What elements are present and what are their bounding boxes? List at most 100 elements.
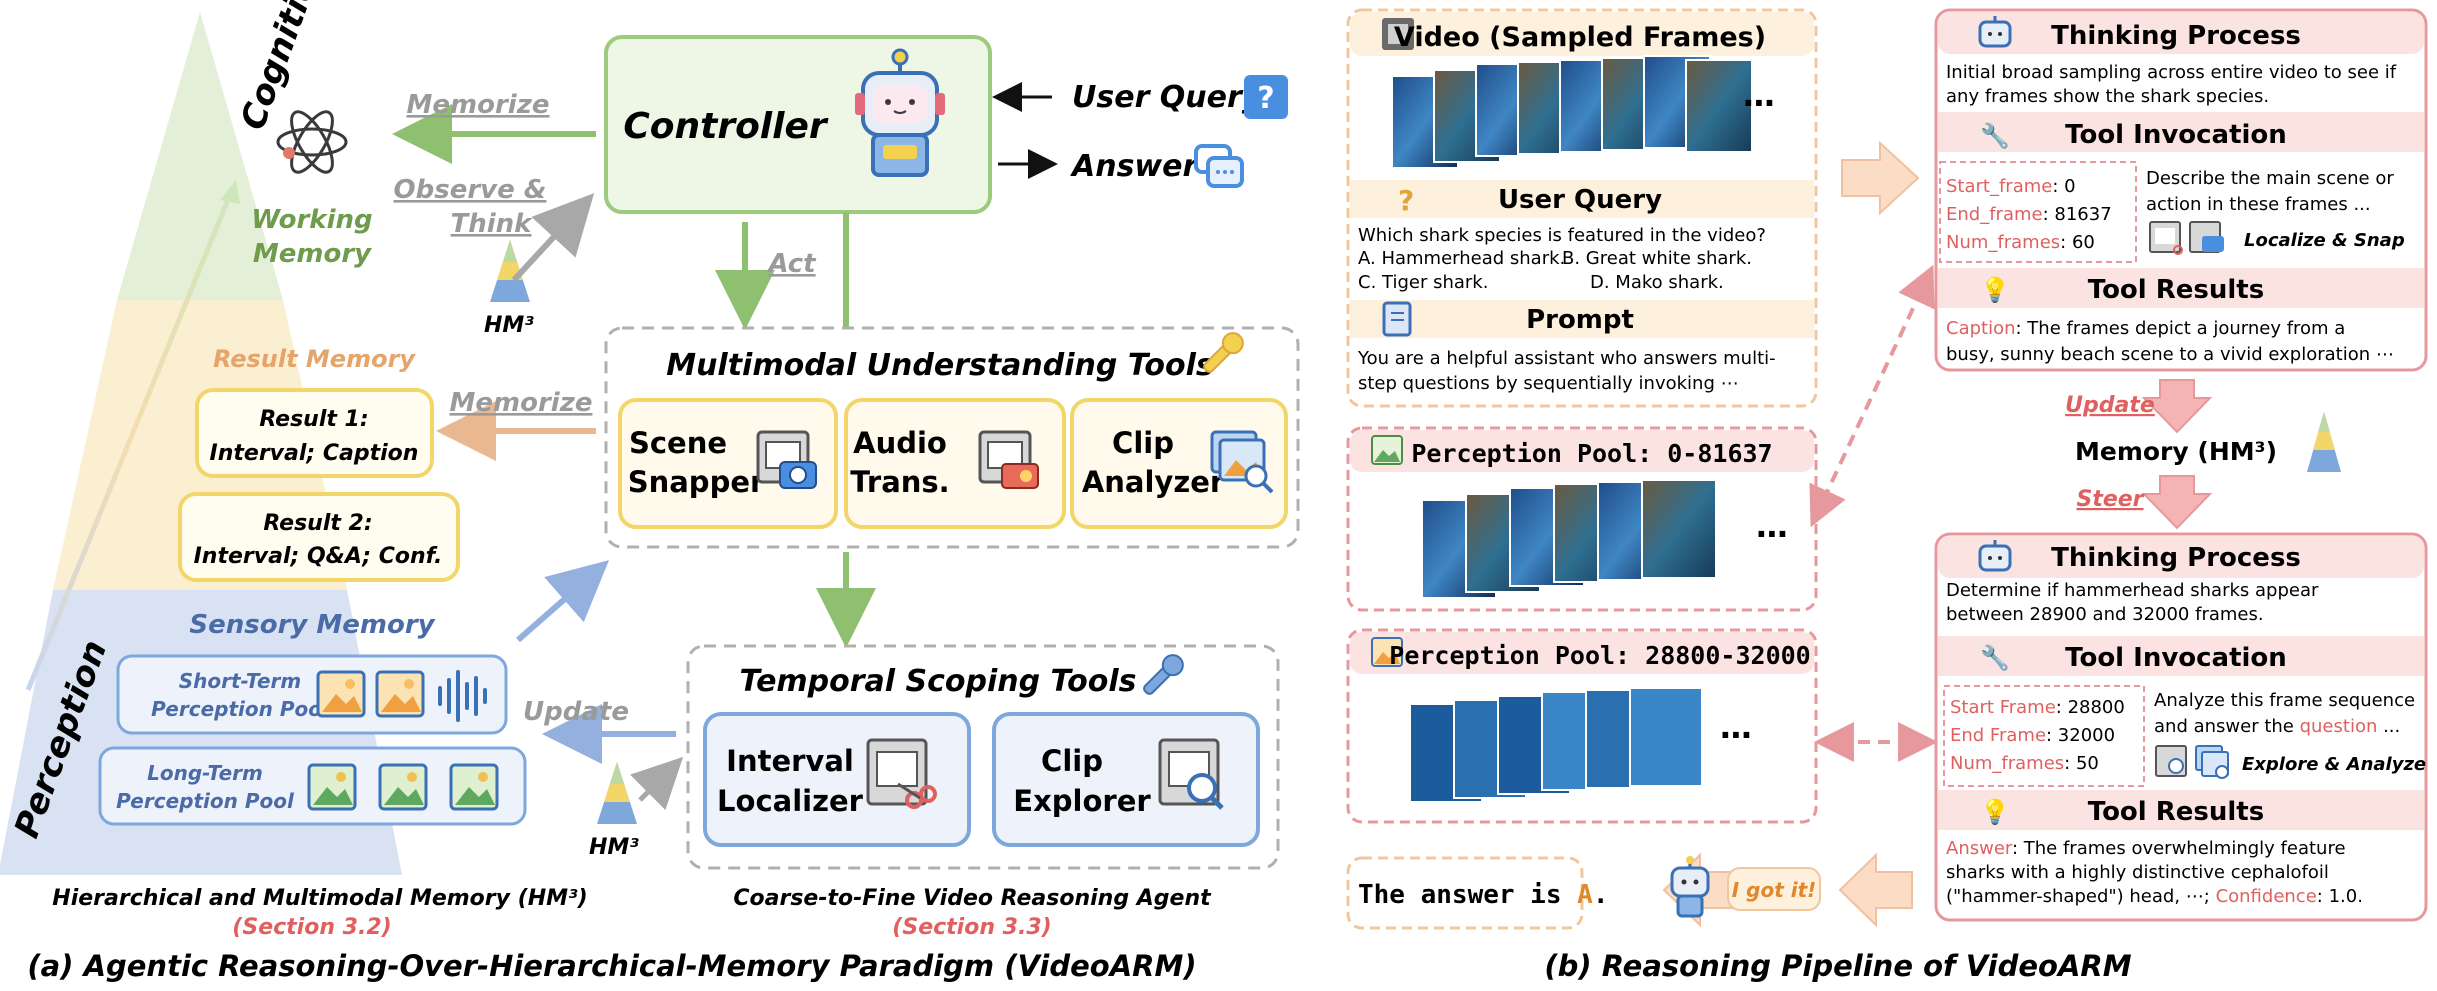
interval-localizer-line2: Localizer	[717, 784, 864, 818]
film-scissors-icon	[866, 738, 937, 809]
sensory-to-tools-arrow	[516, 560, 610, 643]
film-radio-icon	[978, 430, 1039, 489]
inv1-param-1: Start_frame: 0	[1946, 176, 2076, 197]
video-frames-stack	[1391, 55, 1753, 169]
final-answer-card	[1346, 856, 1584, 930]
wrench-icon-1: 🔧	[1980, 121, 2010, 150]
result1-line2: Interval; Caption	[210, 441, 419, 466]
inv1-params-box	[1939, 161, 2137, 263]
steer-down-arrow	[2141, 475, 2213, 530]
lightbulb-icon-2: 💡	[1980, 798, 2010, 826]
hm3-label-2: HM³	[589, 835, 639, 860]
hm3-label-1: HM³	[484, 313, 534, 338]
thinking1-line2: any frames show the shark species.	[1946, 86, 2269, 107]
result1-line1-text: Caption: The frames depict a journey fro…	[1946, 318, 2345, 339]
observe-line2: Think	[451, 209, 534, 239]
film-scissors-small-icon	[2149, 221, 2183, 255]
got-it-bubble	[1727, 867, 1821, 911]
film-magnifier-small-icon	[2155, 745, 2187, 777]
prompt-title: Prompt	[1526, 305, 1634, 335]
final-answer-text: The answer is A.	[1358, 880, 1608, 910]
audio-wave-icon	[438, 670, 487, 722]
pool2-frames-stack	[1409, 687, 1703, 803]
thinking1-line1: Initial broad sampling across entire vid…	[1946, 62, 2397, 83]
long-term-line1: Long-Term	[147, 761, 263, 785]
image-icon-green-2	[378, 763, 428, 811]
tool-results-title-2: Tool Results	[2088, 797, 2264, 827]
clip-explorer-line1: Clip	[1041, 744, 1103, 778]
thinking-title-2: Thinking Process	[2051, 543, 2301, 573]
working-memory-line1: Working	[251, 205, 372, 235]
pool2-title: Perception Pool: 28800-32000	[1389, 641, 1810, 670]
result1-line2-text: busy, sunny beach scene to a vivid explo…	[1946, 344, 2394, 365]
memorize-mid-label: Memorize	[450, 388, 593, 418]
film-camera-icon	[756, 430, 817, 489]
option-c: C. Tiger shark.	[1358, 272, 1488, 293]
memory-caption: Hierarchical and Multimodal Memory (HM³)	[52, 886, 587, 911]
image-icon-pool1	[1371, 435, 1403, 465]
result2-line2: Interval; Q&A; Conf.	[194, 544, 443, 569]
controller-title: Controller	[623, 106, 829, 147]
inv2-param-1: Start Frame: 28800	[1950, 697, 2125, 718]
wrench-icon-yellow	[1203, 332, 1244, 373]
results-to-answer-arrow	[1838, 852, 1913, 928]
thinking-title-1: Thinking Process	[2051, 21, 2301, 51]
tool-invocation-title-2: Tool Invocation	[2065, 643, 2287, 673]
question-icon: ?	[1398, 184, 1414, 217]
short-term-line1: Short-Term	[179, 669, 302, 693]
chat-bubble-icon	[1194, 144, 1244, 188]
image-icon-green-1	[307, 763, 357, 811]
input-to-thinking-arrow	[1841, 140, 1920, 216]
working-memory-line2: Memory	[253, 239, 372, 269]
inv2-desc-line1: Analyze this frame sequence	[2154, 690, 2415, 711]
robot-head-icon-1	[1978, 16, 2012, 48]
video-title: Video (Sampled Frames)	[1394, 22, 1766, 53]
observe-think-arrow	[511, 193, 595, 283]
inv1-desc-line2: action in these frames ...	[2146, 194, 2371, 215]
image-icon-orange-1	[316, 670, 366, 718]
prompt-line2: step questions by sequentially invoking …	[1358, 373, 1739, 394]
interval-localizer-tool	[703, 712, 971, 847]
scene-snapper-line1: Scene	[629, 426, 727, 460]
result2-line1: Result 2:	[263, 511, 372, 536]
thinking2-line2: between 28900 and 32000 frames.	[1946, 604, 2264, 625]
inv1-tools-label: Localize & Snap	[2244, 230, 2405, 251]
inv2-param-2: End Frame: 32000	[1950, 725, 2115, 746]
image-icon-pool2	[1371, 637, 1403, 667]
memory-caption-section: (Section 3.2)	[232, 915, 391, 940]
robot-icon	[855, 48, 945, 177]
wrench-icon-2: 🔧	[1980, 643, 2010, 672]
lightbulb-icon-1: 💡	[1980, 276, 2010, 304]
observe-line1: Observe &	[394, 175, 547, 205]
agent-caption-section: (Section 3.3)	[892, 915, 1051, 940]
user-query-title: User Query	[1498, 185, 1662, 215]
inv1-param-2: End_frame: 81637	[1946, 204, 2112, 225]
question-mark-icon: ?	[1244, 75, 1288, 119]
pool1-title: Perception Pool: 0-81637	[1411, 439, 1772, 468]
clip-analyzer-line2: Analyzer	[1082, 465, 1225, 499]
user-query-label: User Query	[1072, 80, 1263, 115]
multimodal-tools-title: Multimodal Understanding Tools	[666, 348, 1214, 383]
hm3-mini-pyramid-icon-3	[2307, 412, 2341, 472]
question-text: Which shark species is featured in the v…	[1358, 225, 1766, 246]
option-d: D. Mako shark.	[1590, 272, 1724, 293]
inv2-desc-line2: and answer the question ...	[2154, 716, 2400, 737]
result-memory-title: Result Memory	[213, 345, 416, 373]
pool1-link	[1809, 264, 1935, 528]
inv2-params-box	[1943, 685, 2145, 787]
pool1-frames-stack	[1421, 479, 1717, 599]
tool-results-title-1: Tool Results	[2088, 275, 2264, 305]
tool-invocation-title-1: Tool Invocation	[2065, 120, 2287, 150]
wrench-icon-blue	[1143, 654, 1184, 695]
robot-head-icon-2	[1978, 540, 2012, 572]
perception-cognition-arrow	[25, 189, 235, 691]
film-icon	[1382, 18, 1414, 50]
result2-line1: Answer: The frames overwhelmingly featur…	[1946, 838, 2346, 859]
thinking2-line1: Determine if hammerhead sharks appear	[1946, 580, 2319, 601]
sensory-memory-title: Sensory Memory	[189, 610, 435, 640]
memory-hm3-label: Memory (HM³)	[2075, 437, 2277, 466]
update-down-arrow	[2141, 379, 2213, 434]
working-band	[117, 12, 283, 300]
atom-icon	[276, 110, 348, 174]
